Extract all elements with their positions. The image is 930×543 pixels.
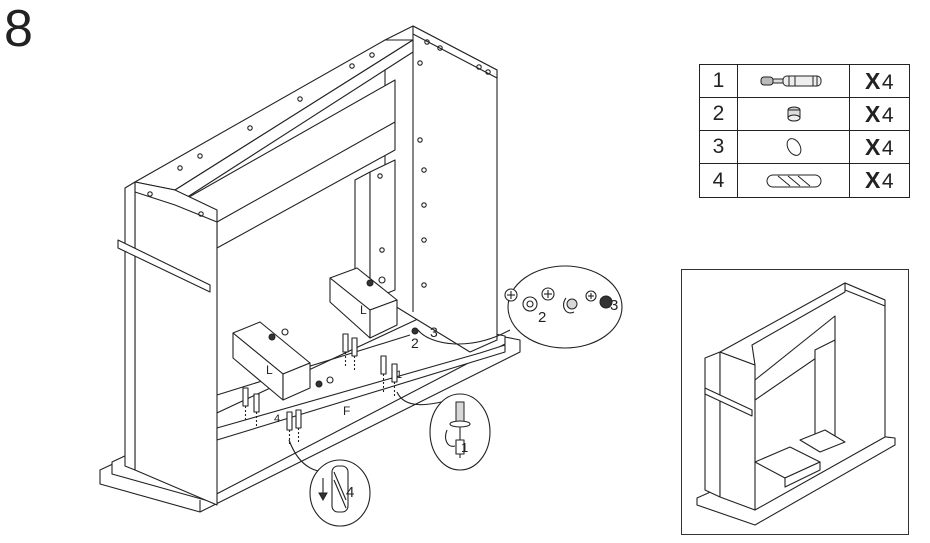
part-icon-cell [738,65,850,98]
part-qty-cell: X4 [850,98,909,131]
cam-lock-icon [787,106,800,122]
part-icon-cell [738,164,850,197]
part-icon-cell [738,131,850,164]
right-side-panel [384,25,498,353]
part-quantity: 4 [881,170,895,193]
part-qty-cell: X4 [850,164,909,197]
part-icon-cell [738,98,850,131]
part-number: 4 [712,168,725,192]
part-number-cell: 2 [700,98,738,131]
part-number: 3 [712,135,725,158]
dowel-detail [309,459,371,527]
cam-bolt-icon [760,75,821,87]
part-number: 1 [712,69,725,92]
parts-table: 1 X4 2 X4 3 X4 [699,64,910,198]
fastener-pins [242,333,398,446]
part-number: 2 [712,102,725,125]
inner-uprights [354,159,396,309]
preview-frame [681,269,909,535]
shelf-divider-left [232,321,334,401]
times-sign: X [864,67,881,94]
part-number-cell: 3 [700,131,738,164]
bolt-detail [429,393,491,471]
part-qty-cell: X4 [850,131,909,164]
times-sign: X [864,100,881,127]
times-sign: X [864,133,881,160]
part-quantity: 4 [881,136,895,160]
wooden-dowel-icon [766,174,821,187]
times-sign: X [864,167,881,193]
left-side-panel [117,181,218,506]
part-quantity: 4 [881,103,895,127]
part-qty-cell: X4 [850,65,909,98]
part-number-cell: 1 [700,65,738,98]
part-quantity: 4 [881,70,895,94]
part-number-cell: 4 [700,164,738,197]
step-number: 8 [4,0,33,58]
shelf-divider-right [329,267,419,339]
completed-assembly-preview [696,282,896,526]
cam-lock-detail [504,265,623,349]
cap-cover-icon [786,138,801,156]
